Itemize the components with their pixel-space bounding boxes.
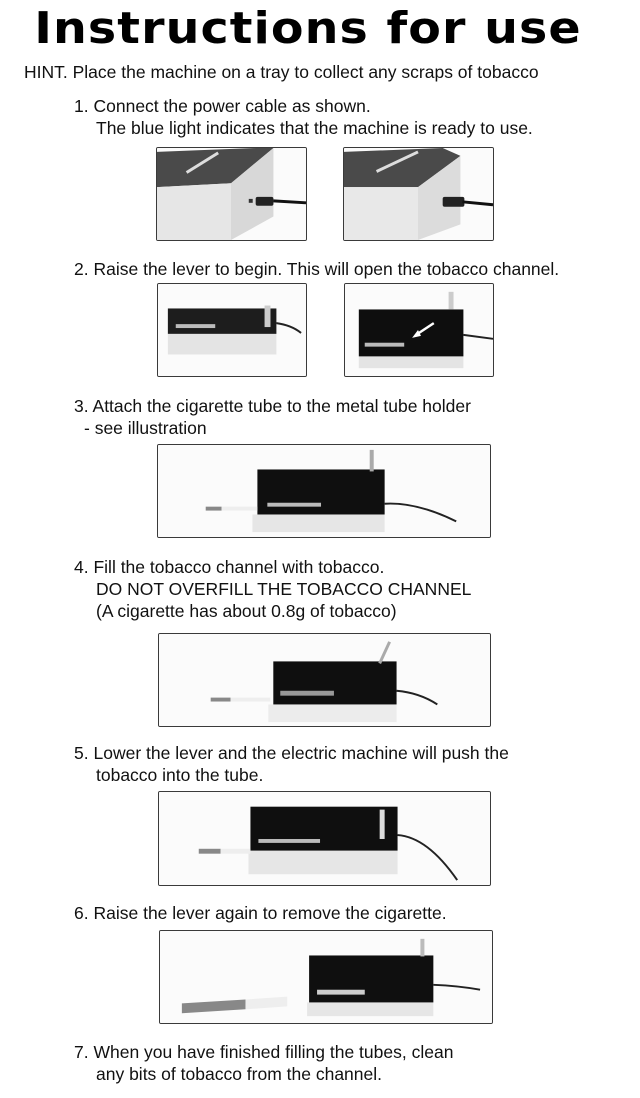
hint-text: HINT. Place the machine on a tray to col… <box>24 62 539 82</box>
step-number: 3. <box>74 396 89 416</box>
step-number: 7. <box>74 1042 89 1062</box>
photo-tube-attached <box>157 444 491 538</box>
step-text: - see illustration <box>84 418 207 438</box>
step-text: Raise the lever again to remove the ciga… <box>93 903 447 923</box>
step-number: 6. <box>74 903 89 923</box>
step-text: tobacco into the tube. <box>96 765 264 785</box>
step-number: 5. <box>74 743 89 763</box>
step-6: 6. Raise the lever again to remove the c… <box>74 902 447 924</box>
step-7: 7. When you have finished filling the tu… <box>74 1041 453 1085</box>
step-text: Lower the lever and the electric machine… <box>93 743 509 763</box>
step-text: (A cigarette has about 0.8g of tobacco) <box>96 601 397 621</box>
photo-cigarette-removed <box>159 930 493 1024</box>
photo-channel-filled <box>158 633 491 727</box>
step-4: 4. Fill the tobacco channel with tobacco… <box>74 556 471 622</box>
step-2: 2. Raise the lever to begin. This will o… <box>74 258 559 280</box>
step-number: 1. <box>74 96 89 116</box>
step-1: 1. Connect the power cable as shown. The… <box>74 95 533 139</box>
photo-lever-raised-arrow <box>344 283 494 377</box>
photo-power-cable-plugged <box>343 147 494 241</box>
page-title: Instructions for use <box>34 3 582 54</box>
step-number: 2. <box>74 259 89 279</box>
step-text-warning: DO NOT OVERFILL THE TOBACCO CHANNEL <box>96 579 472 599</box>
step-text: Connect the power cable as shown. <box>93 96 371 116</box>
photo-lever-down <box>157 283 307 377</box>
step-text: The blue light indicates that the machin… <box>96 118 533 138</box>
step-text: Fill the tobacco channel with tobacco. <box>93 557 385 577</box>
step-text: Attach the cigarette tube to the metal t… <box>92 396 471 416</box>
step-number: 4. <box>74 557 89 577</box>
step-5: 5. Lower the lever and the electric mach… <box>74 742 509 786</box>
photo-lever-lowered <box>158 791 491 886</box>
photo-power-cable-unplugged <box>156 147 307 241</box>
step-text: When you have finished filling the tubes… <box>93 1042 454 1062</box>
step-text: any bits of tobacco from the channel. <box>96 1064 382 1084</box>
step-3: 3. Attach the cigarette tube to the meta… <box>74 395 471 439</box>
step-text: Raise the lever to begin. This will open… <box>93 259 560 279</box>
